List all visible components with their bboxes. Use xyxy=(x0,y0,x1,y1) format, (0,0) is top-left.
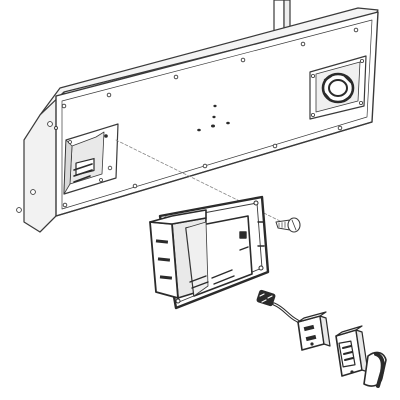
end-cap xyxy=(363,351,387,388)
screw xyxy=(275,217,301,233)
housing-inner-slots xyxy=(189,231,249,289)
panel-inner-border xyxy=(61,19,373,210)
harness-connector xyxy=(256,289,276,307)
panel-cutout xyxy=(63,123,119,195)
panel-inlet xyxy=(309,55,367,120)
front-panel xyxy=(16,7,379,233)
socket-module xyxy=(335,325,369,377)
connector-plug xyxy=(297,311,331,351)
flush-mount-housing xyxy=(149,195,270,310)
center-hole-pattern xyxy=(197,104,230,132)
side-screws xyxy=(16,121,58,213)
panel-rivets xyxy=(61,27,359,208)
leader-line xyxy=(115,139,283,223)
